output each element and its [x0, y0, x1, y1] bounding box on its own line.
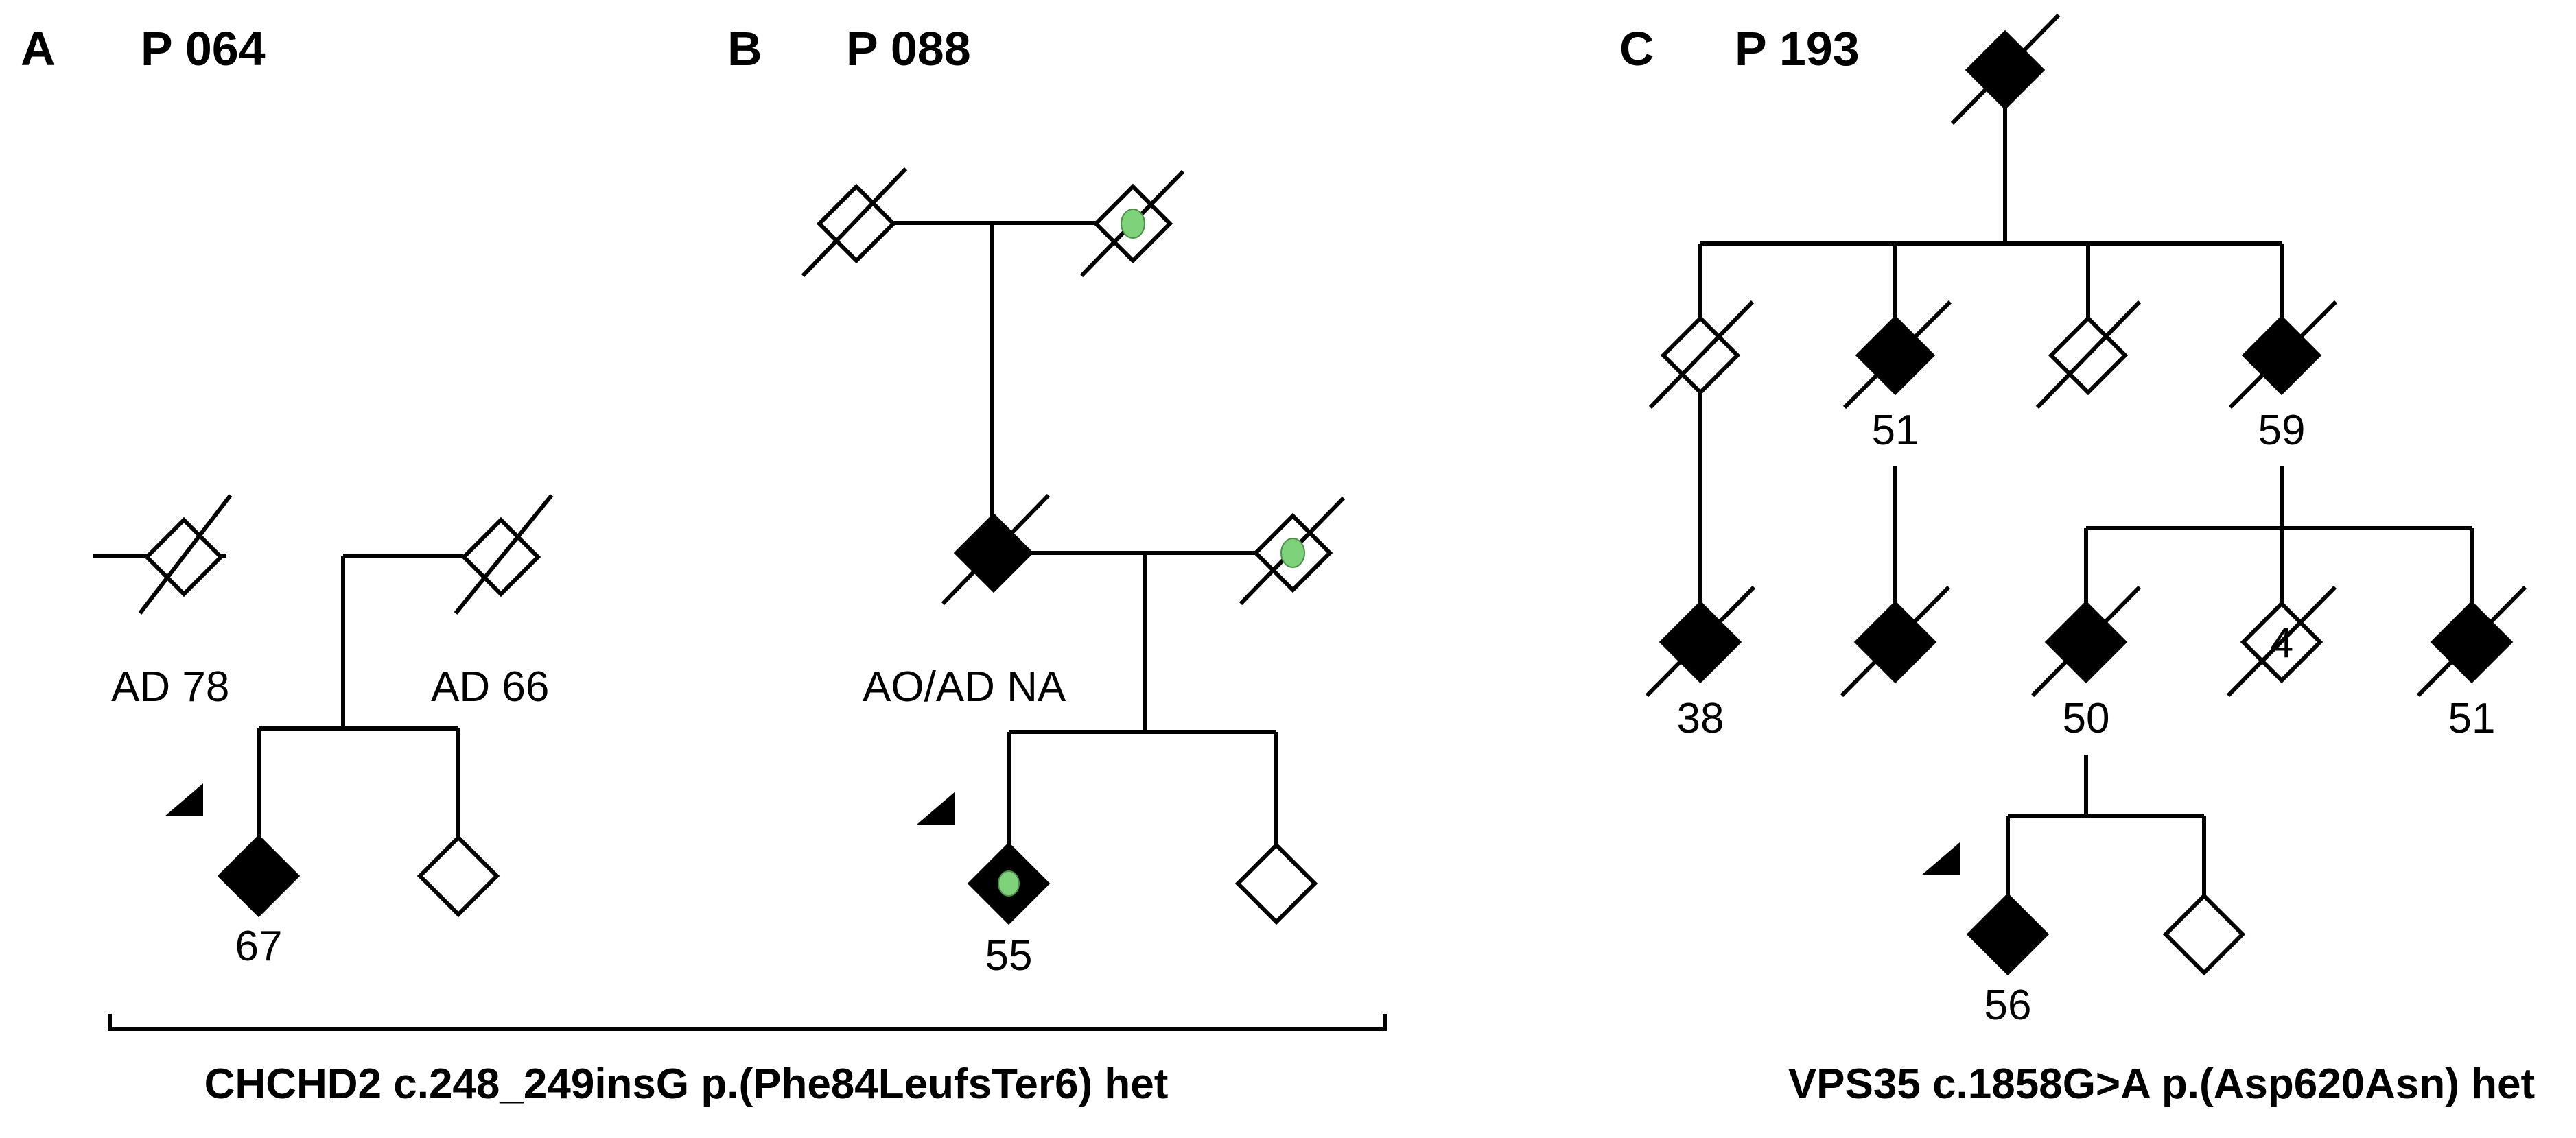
c-ii2-age: 51: [1872, 407, 1919, 454]
a-proband-arrow: [165, 783, 203, 816]
c-iii2-symbol: [1840, 585, 1951, 698]
b-mother-symbol: [1239, 496, 1346, 606]
b-sibling-symbol: [1234, 842, 1318, 925]
c-sibling-symbol: [2162, 892, 2246, 976]
c-iii5-age: 51: [2448, 695, 2496, 742]
variant-bracket-ab: [108, 1014, 1387, 1031]
a-mother-label: AD 66: [431, 663, 549, 711]
panel-c: C P 193 51 59: [1619, 13, 2527, 1029]
c-iii3-symbol: [2030, 585, 2142, 698]
b-proband-symbol: [967, 842, 1051, 925]
a-father-label: AD 78: [111, 663, 229, 711]
panel-a-family-id: P 064: [141, 22, 266, 75]
c-iii3-age: 50: [2063, 695, 2110, 742]
a-father-symbol: [138, 494, 233, 615]
c-proband-arrow: [1921, 842, 1960, 875]
panel-b: B P 088 AO/AD NA: [727, 22, 1346, 980]
c-proband-symbol: [1966, 892, 2050, 976]
c-ii2-symbol: [1842, 300, 1952, 410]
panel-c-family-id: P 193: [1735, 22, 1860, 75]
b-proband-arrow: [917, 792, 955, 825]
panel-a-letter: A: [21, 22, 56, 75]
a-proband-age: 67: [235, 923, 283, 970]
b-proband-carrier-dot: [998, 870, 1020, 897]
c-proband-age: 56: [1984, 982, 2032, 1029]
panel-b-family-id: P 088: [846, 22, 971, 75]
c-iii4-symbol: 4: [2226, 585, 2337, 698]
panel-b-letter: B: [727, 22, 762, 75]
b-grandfather-symbol: [801, 167, 908, 278]
panel-c-letter: C: [1619, 22, 1654, 75]
b-proband-age: 55: [985, 932, 1033, 980]
b-grandmother-symbol: [1079, 169, 1185, 278]
c-iii5-symbol: [2416, 585, 2527, 698]
a-sibling-symbol: [417, 834, 500, 918]
c-iii4-count: 4: [2270, 619, 2293, 667]
c-ii1-symbol: [1648, 300, 1755, 410]
c-iii1-age: 38: [1677, 695, 1724, 742]
c-ii3-symbol: [2035, 300, 2142, 410]
c-ii4-age: 59: [2258, 407, 2306, 454]
b-grandmother-carrier-dot: [1121, 209, 1145, 239]
b-mother-carrier-dot: [1280, 538, 1305, 568]
b-parent-label: AO/AD NA: [863, 663, 1066, 711]
panel-a: A P 064 AD 78 AD 66 67: [21, 22, 554, 970]
c-ii4-symbol: [2228, 300, 2338, 410]
variant-label-c: VPS35 c.1858G>A p.(Asp620Asn) het: [1788, 1060, 2535, 1108]
variant-label-ab: CHCHD2 c.248_249insG p.(Phe84LeufsTer6) …: [204, 1060, 1169, 1108]
a-proband-symbol: [217, 834, 301, 918]
a-mother-symbol: [454, 494, 554, 615]
c-iii1-symbol: [1645, 585, 1756, 698]
b-father-symbol: [941, 493, 1051, 606]
